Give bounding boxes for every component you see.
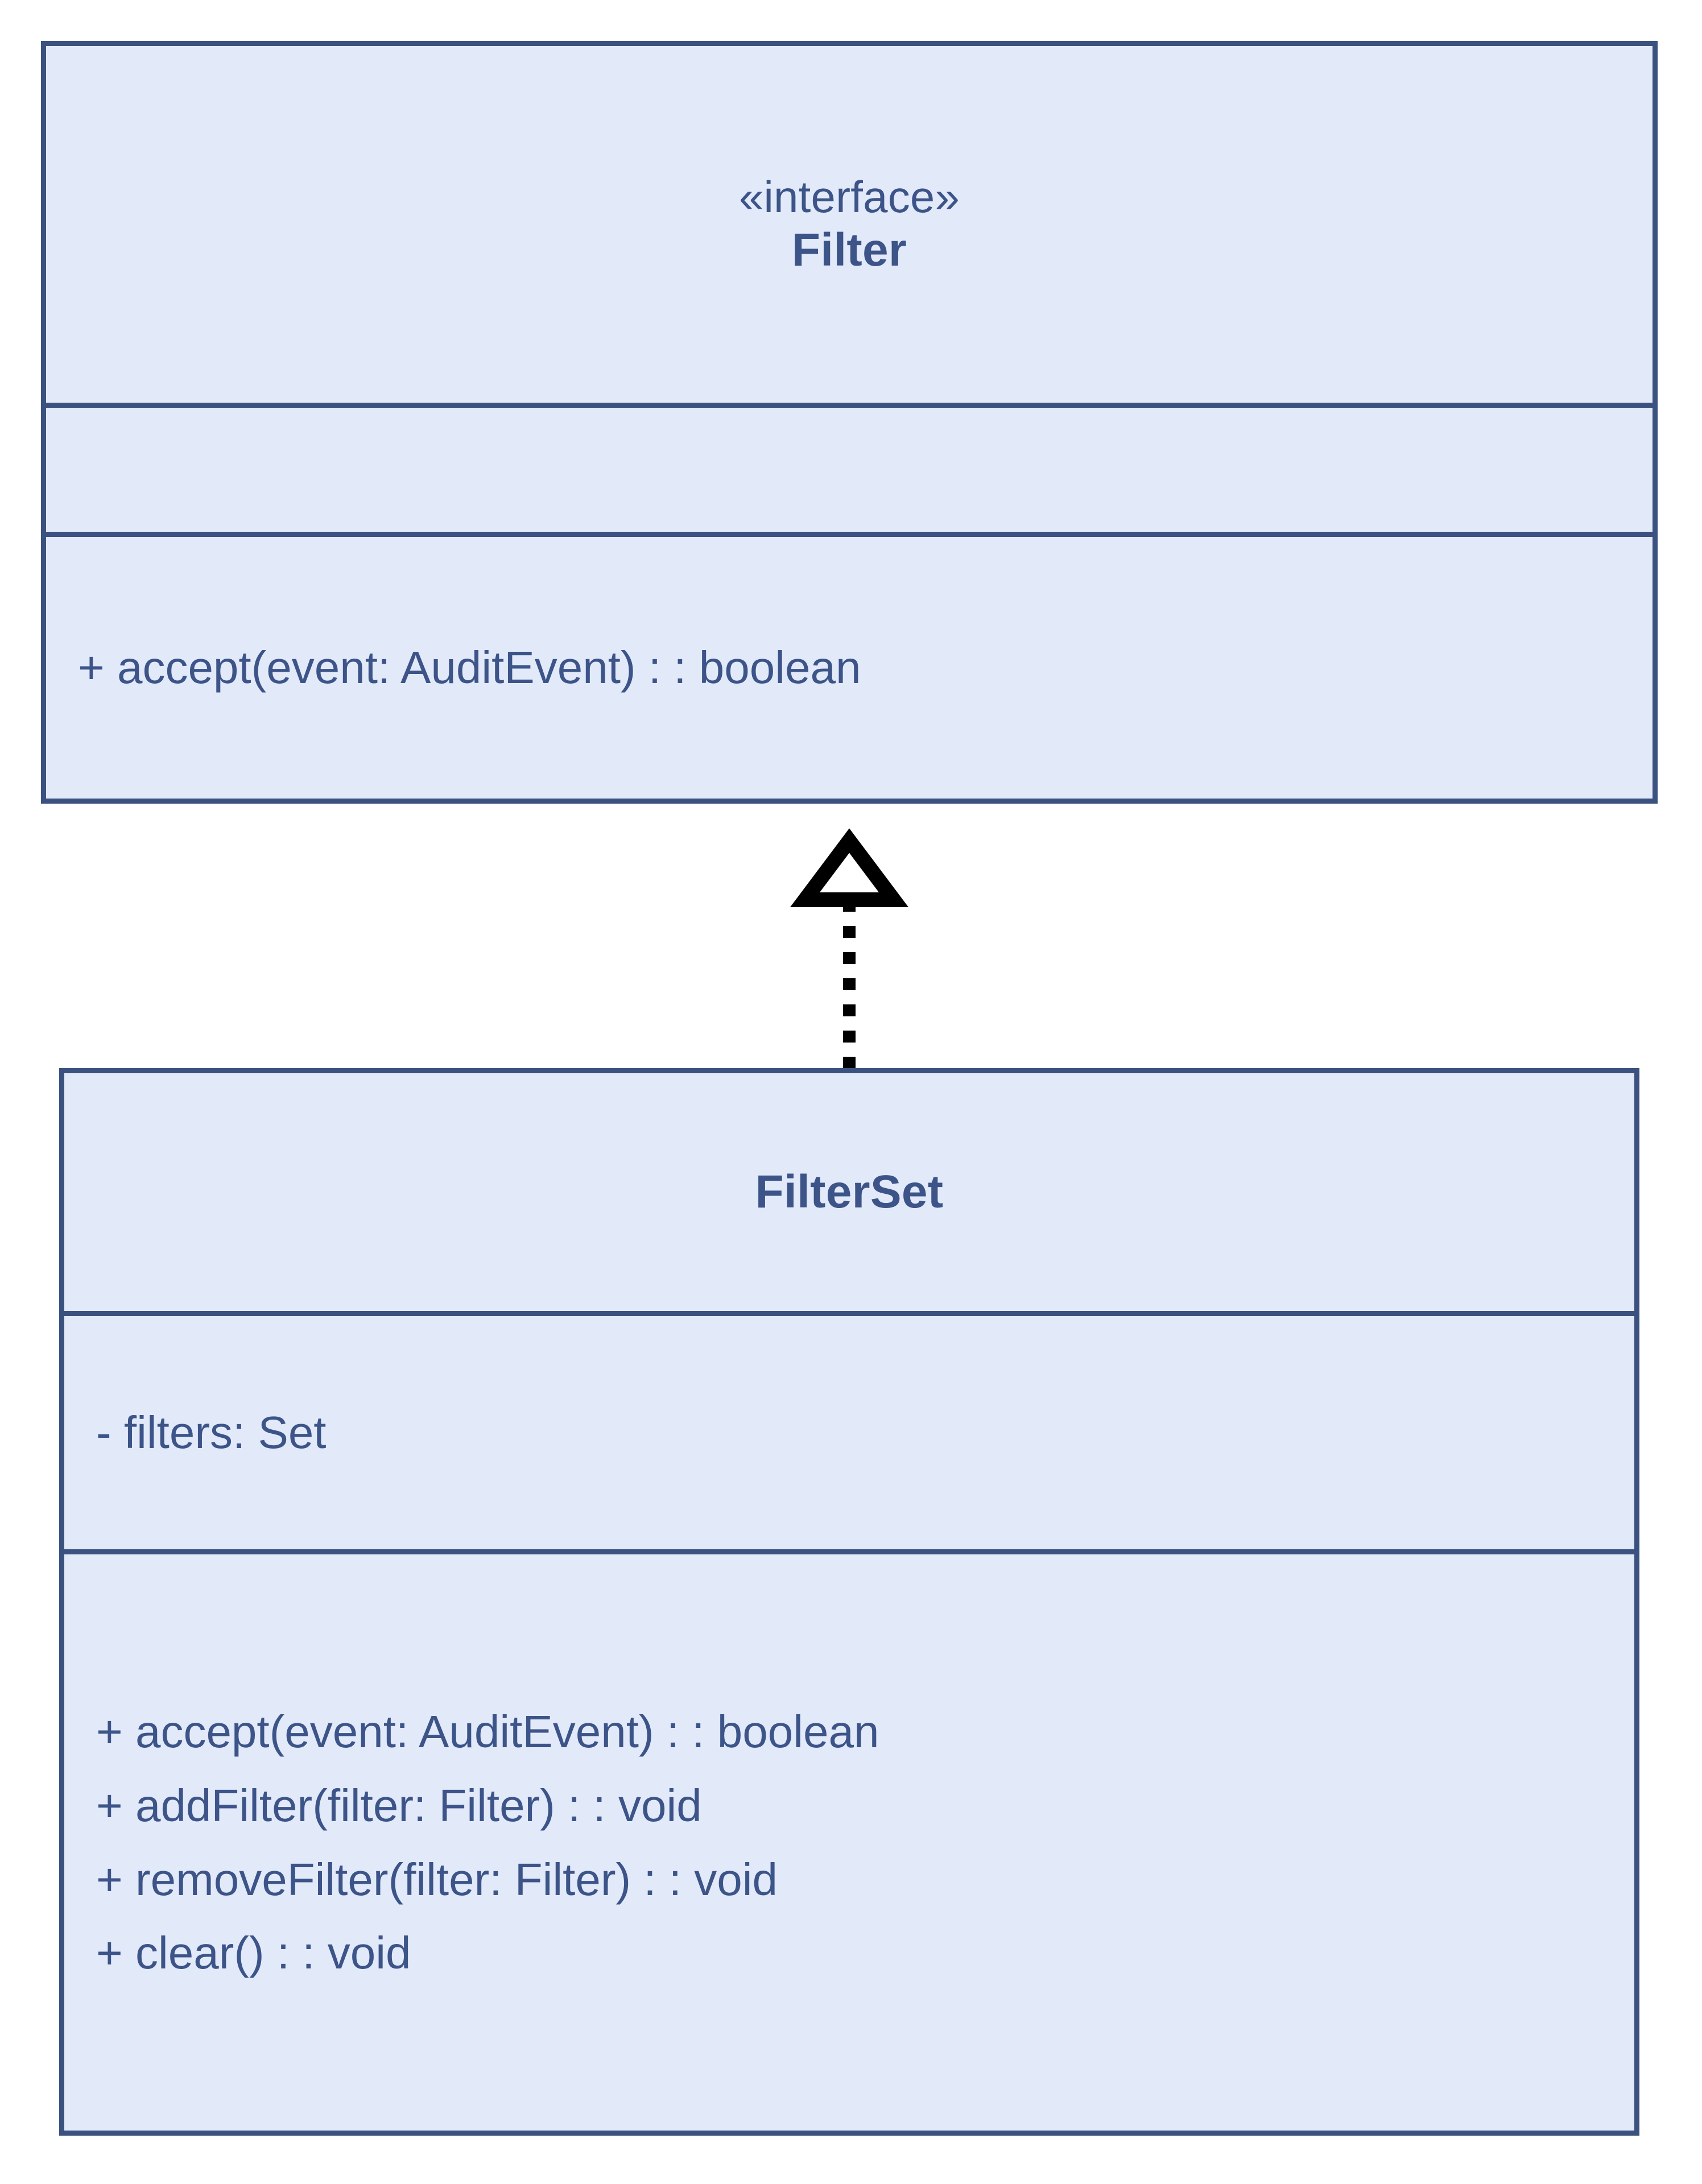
class-header-filter: «interface» Filter	[46, 46, 1653, 403]
uml-class-filter[interactable]: «interface» Filter + accept(event: Audit…	[41, 41, 1658, 804]
class-operation: + removeFilter(filter: Filter) : : void	[96, 1854, 778, 1905]
class-name-label: Filter	[791, 224, 907, 276]
realization-connector	[790, 828, 908, 1075]
uml-class-filterset[interactable]: FilterSet - filters: Set + accept(event:…	[59, 1068, 1639, 2136]
hollow-triangle-arrowhead	[790, 828, 908, 907]
class-stereotype: «interface»	[738, 172, 960, 222]
class-attribute: - filters: Set	[96, 1407, 327, 1458]
class-attributes-filter	[46, 403, 1653, 532]
class-name-label: FilterSet	[755, 1165, 944, 1218]
class-operation: + accept(event: AuditEvent) : : boolean	[78, 642, 861, 693]
class-operation: + accept(event: AuditEvent) : : boolean	[96, 1706, 879, 1757]
class-operations-filterset: + accept(event: AuditEvent) : : boolean …	[64, 1549, 1634, 2131]
class-header-filterset: FilterSet	[64, 1073, 1634, 1311]
realization-connector-svg	[790, 828, 908, 1075]
class-operations-filter: + accept(event: AuditEvent) : : boolean	[46, 532, 1653, 799]
class-operation: + addFilter(filter: Filter) : : void	[96, 1780, 702, 1831]
class-attributes-filterset: - filters: Set	[64, 1311, 1634, 1549]
class-operation: + clear() : : void	[96, 1927, 411, 1979]
